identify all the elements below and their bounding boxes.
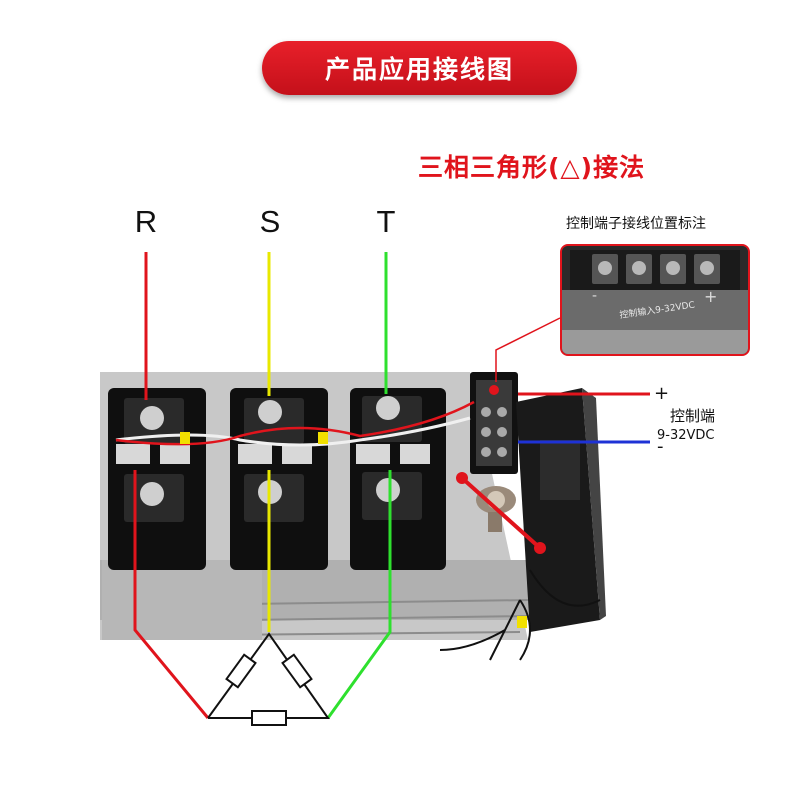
phase-label-r: R (134, 204, 158, 239)
phase-label-s: S (259, 204, 281, 239)
inset-plus-mark: + (704, 287, 717, 306)
ssr-module-t (350, 388, 446, 570)
control-terminal-block (470, 372, 518, 474)
terminal-closeup-inset: - + 控制输入9-32VDC (560, 244, 750, 356)
thermostat-wires (439, 569, 601, 661)
delta-load-triangle (207, 632, 330, 726)
terminal-inset-title: 控制端子接线位置标注 (566, 216, 706, 232)
control-minus-sign: - (657, 436, 664, 457)
title-banner: 产品应用接线图 (262, 41, 577, 95)
inset-minus-mark: - (592, 288, 597, 304)
wiring-method-title: 三相三角形(△)接法 (418, 153, 646, 182)
ssr-module-r (108, 388, 206, 570)
thermostat-switch (456, 472, 546, 554)
control-plus-sign: + (654, 383, 670, 404)
phase-wire-t (326, 252, 392, 719)
control-terminal-label: 控制端 (670, 407, 716, 425)
terminal-closeup-photo: - + 控制输入9-32VDC (562, 246, 748, 354)
control-voltage-label: 9-32VDC (657, 428, 715, 443)
inset-pointer-line (495, 317, 561, 382)
ssr-module-s (230, 388, 328, 570)
phase-label-t: T (376, 204, 396, 239)
phase-wire-r (133, 252, 210, 719)
banner-title: 产品应用接线图 (324, 55, 514, 84)
cooling-fan (516, 388, 606, 632)
control-wire-red-series (115, 400, 475, 446)
